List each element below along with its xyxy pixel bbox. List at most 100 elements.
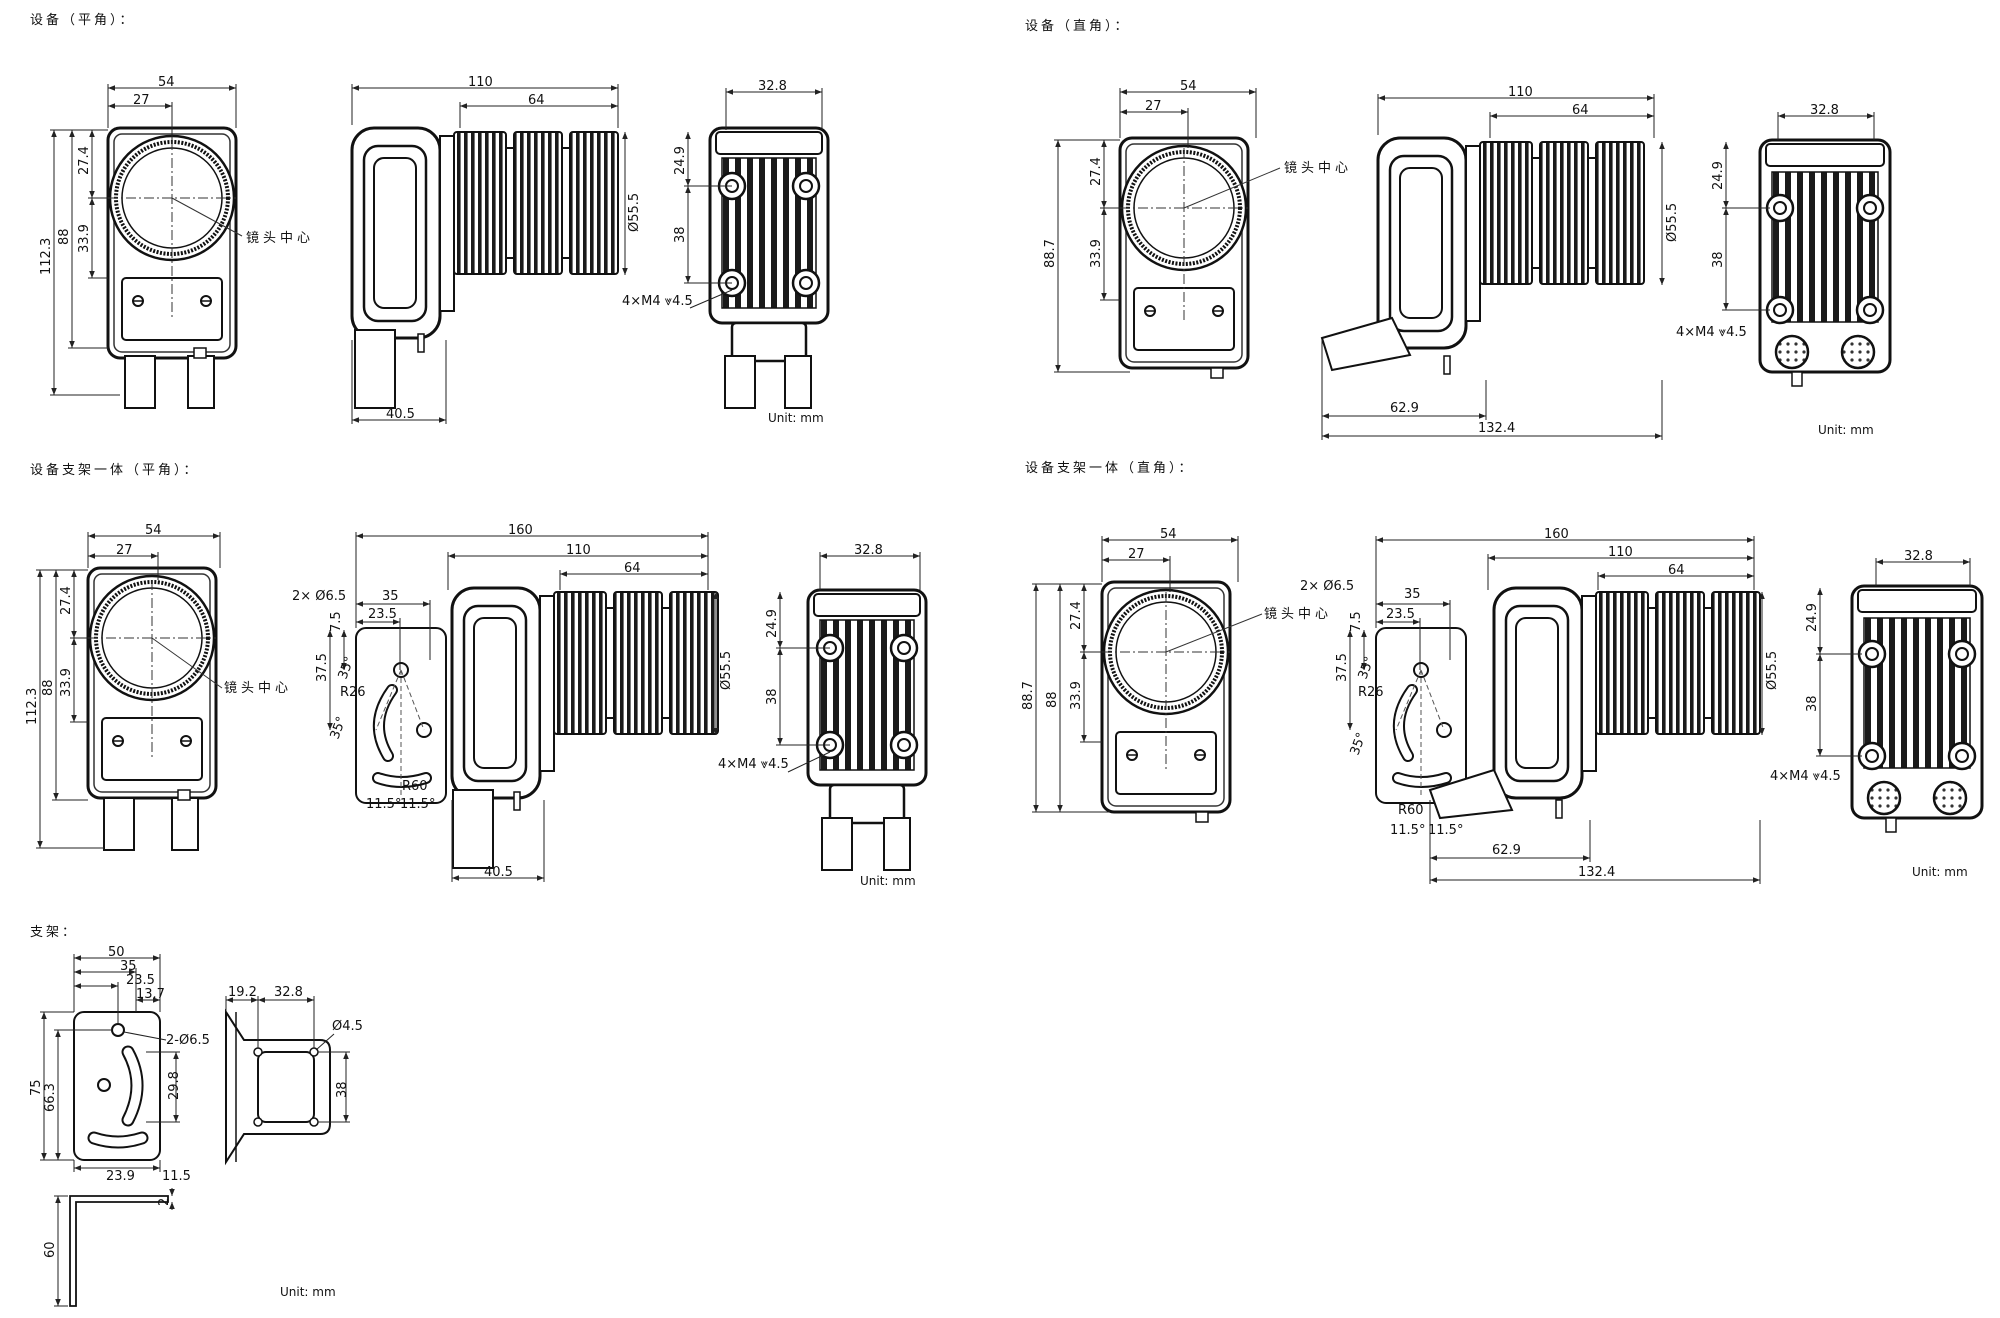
hole-4-5-label: Ø4.5: [332, 1019, 363, 1034]
front-view-bracket-flat: [86, 566, 223, 851]
dim-27-4: 27.4: [1069, 601, 1084, 630]
angle-35-upper: 35°: [336, 655, 358, 682]
dim-112-3: 112.3: [39, 238, 54, 275]
section-title-flat: 设备（平角）：: [30, 12, 136, 28]
lens-center-label: 镜头中心: [224, 681, 292, 696]
dim-75: 75: [29, 1079, 44, 1096]
angle-11-5-left: 11.5°: [366, 797, 401, 812]
lens-center-label: 镜头中心: [1264, 607, 1332, 622]
unit-label: Unit: mm: [860, 874, 916, 888]
dim-23-5: 23.5: [368, 607, 397, 622]
dim-54: 54: [1180, 79, 1197, 94]
holes-label: 2× Ø6.5: [292, 589, 346, 604]
section-title-bracket: 支架：: [30, 925, 78, 940]
radius-r60: R60: [1398, 803, 1424, 818]
dim-24-9: 24.9: [673, 146, 688, 175]
angle-35-lower: 35°: [1348, 731, 1370, 758]
dim-23-5: 23.5: [1386, 607, 1415, 622]
dim-54: 54: [145, 523, 162, 538]
rear-view-right-angle: [1758, 138, 1892, 387]
dim-27: 27: [1128, 547, 1145, 562]
mount-holes-label: 4×M4 ⩔4.5: [718, 757, 789, 772]
dim-110: 110: [566, 543, 591, 558]
section-bracket: 支架： 50 35 23.5 13.7 75 66.3 2-Ø6.5 29.8 …: [29, 925, 363, 1307]
dim-33-9: 33.9: [1069, 681, 1084, 710]
rear-view-bracket-flat: [806, 588, 928, 871]
dim-64: 64: [1572, 103, 1589, 118]
section-title-bracket-flat: 设备支架一体（平角）：: [30, 462, 200, 478]
dim-62-9: 62.9: [1390, 401, 1419, 416]
dim-110: 110: [1508, 85, 1533, 100]
dim-32-8: 32.8: [274, 985, 303, 1000]
dim-64: 64: [624, 561, 641, 576]
dim-33-9: 33.9: [1089, 239, 1104, 268]
radius-r26: R26: [340, 685, 366, 700]
angle-11-5-left: 11.5°: [1390, 823, 1425, 838]
angle-11-5-right: 11.5°: [1428, 823, 1463, 838]
dim-88: 88: [1045, 691, 1060, 708]
dim-32-8: 32.8: [1904, 549, 1933, 564]
side-view-right-angle: [1320, 136, 1646, 375]
dim-60: 60: [43, 1241, 58, 1258]
section-flat: 设备（平角）： 54 27 112.3 88 27.4 33.9 镜头中心: [30, 12, 830, 425]
mount-holes-label: 4×M4 ⩔4.5: [1770, 769, 1841, 784]
dim-24-9: 24.9: [1711, 161, 1726, 190]
dim-d55-5: Ø55.5: [719, 651, 734, 690]
dim-64: 64: [1668, 563, 1685, 578]
dim-38: 38: [1805, 695, 1820, 712]
bracket-front-view: [73, 1011, 161, 1161]
dim-35: 35: [382, 589, 399, 604]
front-view-flat: [106, 126, 243, 409]
dim-27-4: 27.4: [77, 146, 92, 175]
dim-66-3: 66.3: [43, 1083, 58, 1112]
section-title-right-angle: 设备（直角）：: [1025, 18, 1131, 34]
section-bracket-flat: 设备支架一体（平角）： 54 27 112.3 88 27.4 33.9 镜头中…: [25, 462, 928, 888]
dim-38: 38: [335, 1081, 350, 1098]
dim-d55-5: Ø55.5: [1765, 651, 1780, 690]
mount-holes-label: 4×M4 ⩔4.5: [1676, 325, 1747, 340]
dim-132-4: 132.4: [1578, 865, 1615, 880]
front-view-bracket-right-angle: [1100, 580, 1263, 823]
dim-27-4: 27.4: [1089, 157, 1104, 186]
radius-r60: R60: [402, 779, 428, 794]
dim-27: 27: [1145, 99, 1162, 114]
unit-label: Unit: mm: [280, 1285, 336, 1299]
section-bracket-right-angle: 设备支架一体（直角）： 54 27 88.7 88 27.4 33.9 镜头中心: [1021, 460, 1984, 884]
unit-label: Unit: mm: [768, 411, 824, 425]
dim-32-8: 32.8: [854, 543, 883, 558]
side-view-bracket-right-angle: [1376, 586, 1762, 820]
dim-88: 88: [57, 228, 72, 245]
dim-27: 27: [116, 543, 133, 558]
dim-7-5: 7.5: [1349, 611, 1364, 632]
dim-110: 110: [468, 75, 493, 90]
dim-54: 54: [1160, 527, 1177, 542]
dim-24-9: 24.9: [1805, 603, 1820, 632]
dim-38: 38: [673, 226, 688, 243]
dim-38: 38: [765, 688, 780, 705]
dim-160: 160: [1544, 527, 1569, 542]
dim-23-5: 23.5: [126, 973, 155, 988]
dim-37-5: 37.5: [315, 653, 330, 682]
front-view-right-angle: [1118, 136, 1281, 379]
section-right-angle: 设备（直角）： 54 27 88.7 27.4 33.9 镜头中心: [1025, 18, 1892, 440]
dim-23-9: 23.9: [106, 1169, 135, 1184]
dim-38: 38: [1711, 251, 1726, 268]
dim-132-4: 132.4: [1478, 421, 1515, 436]
dim-32-8: 32.8: [758, 79, 787, 94]
dim-d55-5: Ø55.5: [627, 193, 642, 232]
angle-35-lower: 35°: [328, 715, 350, 742]
bracket-profile-view: [69, 1195, 169, 1307]
section-title-bracket-right-angle: 设备支架一体（直角）：: [1025, 460, 1195, 476]
radius-r26: R26: [1358, 685, 1384, 700]
dim-7-5: 7.5: [329, 611, 344, 632]
dim-160: 160: [508, 523, 533, 538]
dim-40-5: 40.5: [484, 865, 513, 880]
dim-24-9: 24.9: [765, 609, 780, 638]
dim-27: 27: [133, 93, 150, 108]
bracket-plate-view: [225, 1008, 331, 1166]
rear-view-flat: [708, 126, 830, 409]
rear-view-bracket-right-angle: [1850, 584, 1984, 833]
dim-62-9: 62.9: [1492, 843, 1521, 858]
